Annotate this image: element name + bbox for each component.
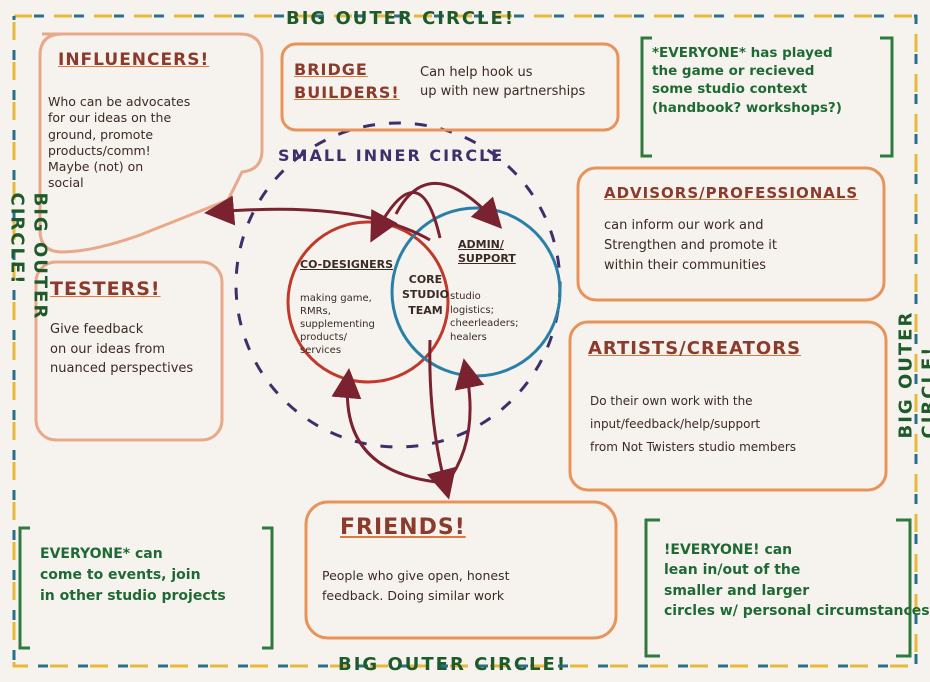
artists-box (568, 320, 888, 492)
bridge-builders-title: BRIDGE BUILDERS! (294, 60, 400, 103)
everyone-bottom-right-text: !EVERYONE! can lean in/out of the smalle… (664, 542, 930, 619)
venn-left-circle (286, 220, 450, 384)
outer-label-left: BIG OUTER CIRCLE! (7, 192, 51, 321)
outer-label-bottom: BIG OUTER CIRCLE! (338, 654, 568, 675)
artists-title: ARTISTS/CREATORS (588, 338, 802, 359)
arrow-friends-right (444, 358, 485, 485)
inner-circle-dashed (234, 121, 562, 449)
arrow-core-to-admin (394, 181, 503, 229)
bridge-builders-body: Can help hook us up with new partnership… (420, 65, 586, 99)
codesigners-title: CO-DESIGNERS (300, 258, 393, 271)
outer-dashed-border (12, 14, 918, 668)
influencers-body: Who can be advocates for our ideas on th… (48, 94, 191, 191)
admin-support-title: ADMIN/ SUPPORT (458, 238, 516, 265)
everyone-br-bracket-left (644, 518, 660, 658)
everyone-bl-bracket-left (18, 526, 30, 650)
everyone-top-text: *EVERYONE* has played the game or reciev… (652, 45, 842, 116)
arrow-to-influencers (204, 195, 431, 242)
core-studio-team: CORE STUDIO TEAM (402, 273, 449, 317)
everyone-top-bracket-left (640, 36, 652, 158)
everyone-top-bracket-right (880, 36, 894, 158)
advisors-box (576, 166, 886, 302)
testers-body: Give feedback on our ideas from nuanced … (50, 322, 194, 376)
outer-label-top: BIG OUTER CIRCLE! (286, 8, 516, 29)
testers-box (34, 260, 224, 442)
everyone-br-bracket-right (896, 518, 912, 658)
connection-arrows (204, 181, 503, 500)
friends-box (304, 500, 618, 640)
outer-label-right: BIG OUTER CIRCLE! (895, 310, 930, 439)
arrow-friends-left (331, 368, 437, 484)
influencers-title: INFLUENCERS! (58, 50, 210, 70)
artists-body: Do their own work with the input/feedbac… (590, 394, 797, 454)
advisors-body: can inform our work and Strengthen and p… (604, 218, 778, 274)
everyone-bl-bracket-right (262, 526, 274, 650)
advisors-title: ADVISORS/PROFESSIONALS (604, 184, 859, 202)
codesigners-body: making game, RMRs, supplementing product… (300, 293, 375, 356)
testers-title: TESTERS! (50, 278, 161, 300)
everyone-bottom-left-text: EVERYONE* can come to events, join in ot… (40, 546, 226, 604)
influencers-box (38, 32, 264, 254)
arrow-to-friends (426, 339, 456, 500)
friends-body: People who give open, honest feedback. D… (322, 568, 510, 603)
bridge-builders-box (280, 42, 620, 132)
friends-title: FRIENDS! (340, 515, 466, 540)
admin-support-body: studio logistics; cheerleaders; healers (450, 291, 519, 343)
inner-circle-label: SMALL INNER CIRCLE (278, 146, 505, 165)
